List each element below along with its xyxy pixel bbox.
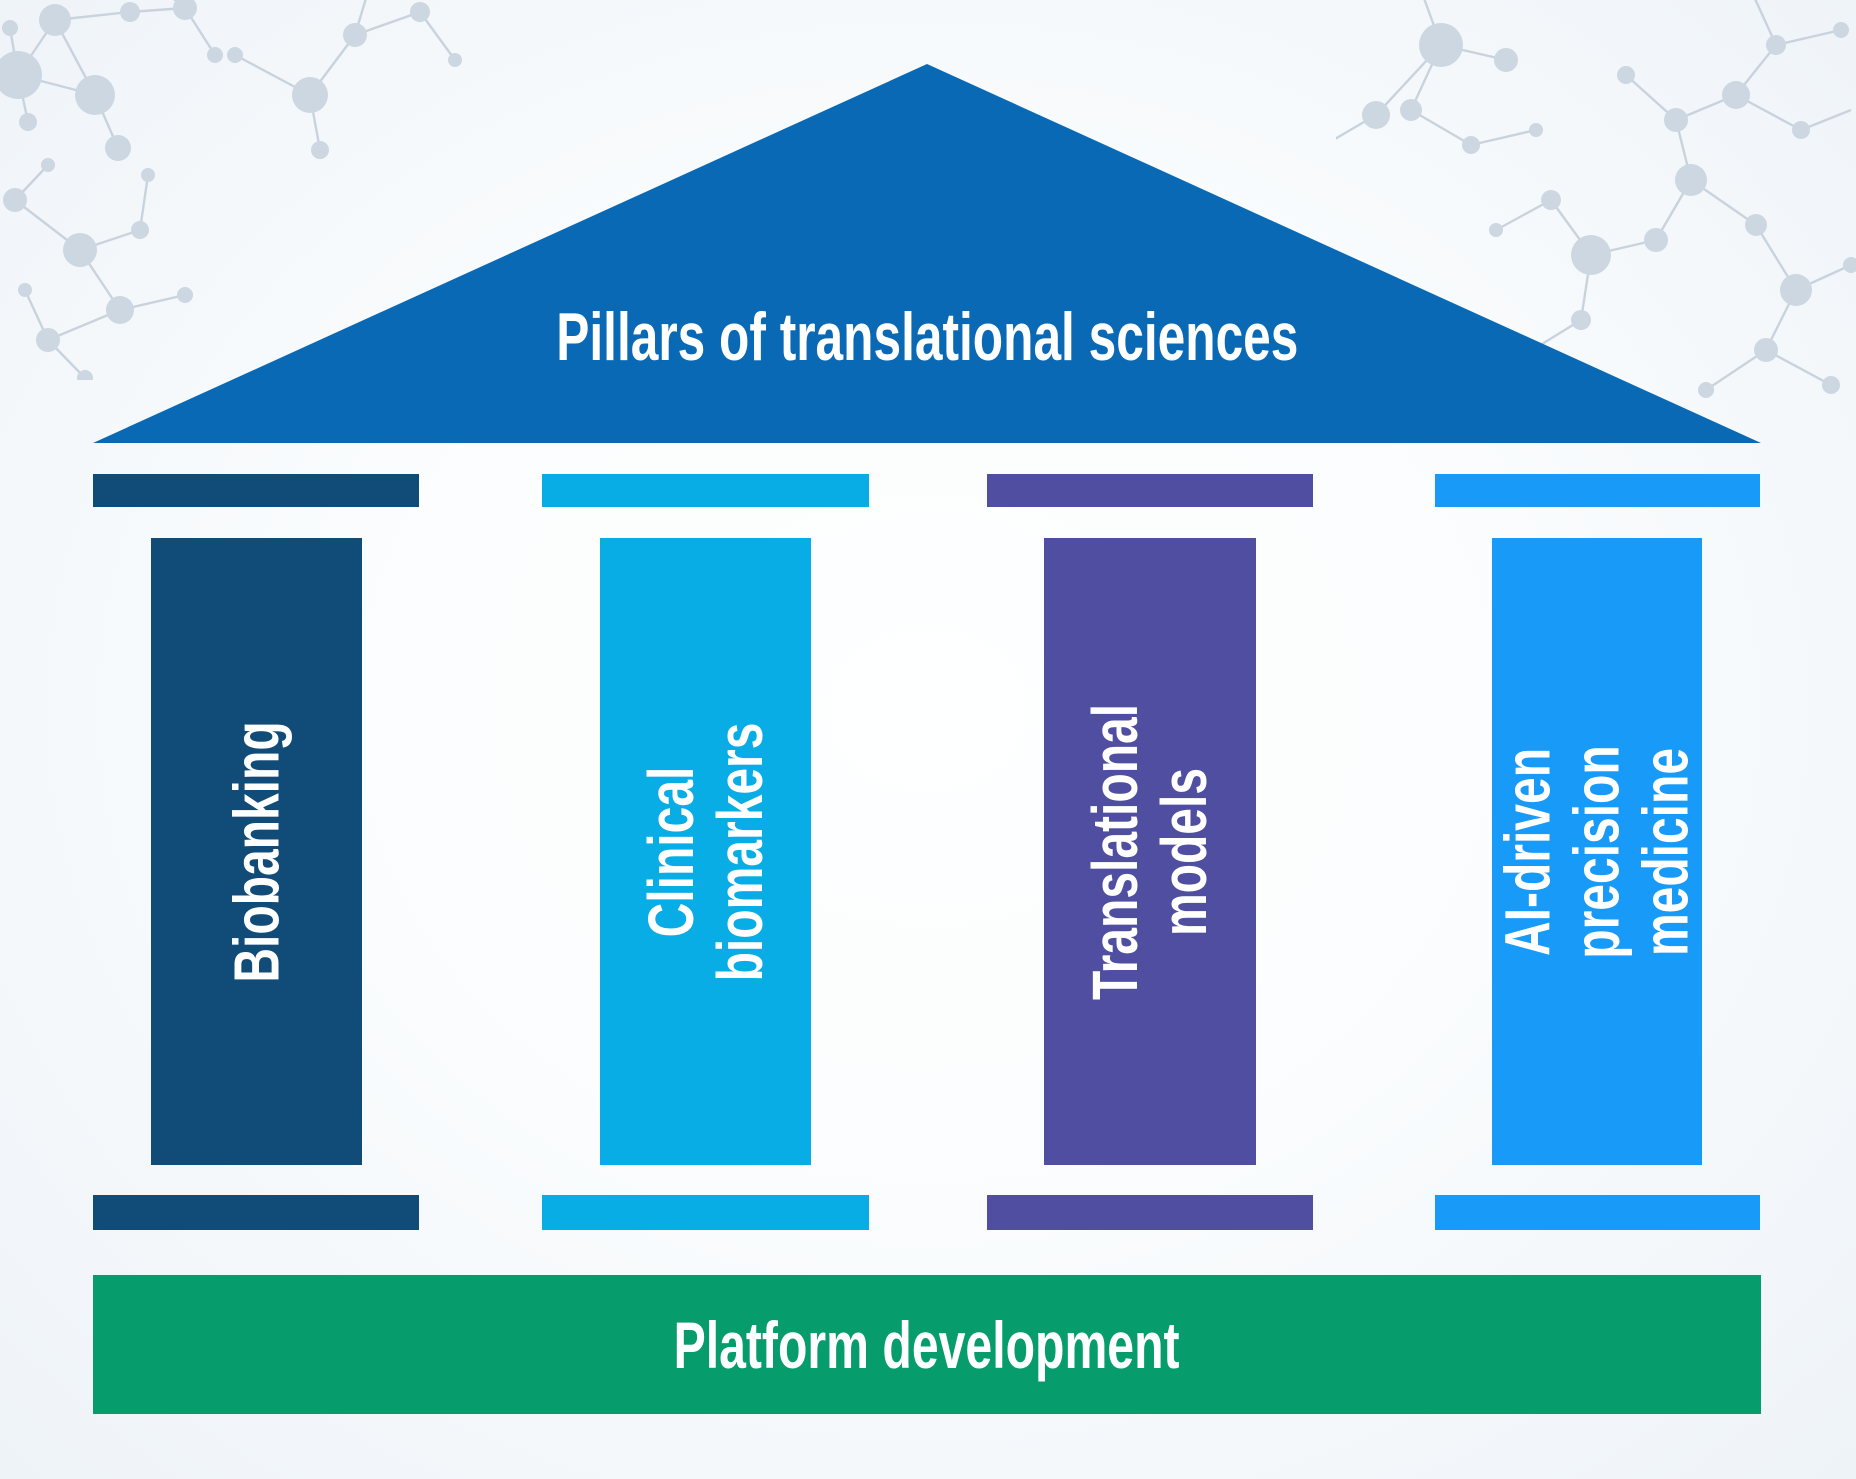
- page-title: Pillars of translational sciences: [93, 299, 1761, 375]
- pillar-capital-biobanking: [93, 474, 419, 507]
- page-title-text: Pillars of translational sciences: [555, 299, 1299, 375]
- pillar-clinical-biomarkers: Clinical biomarkers: [600, 538, 811, 1165]
- pillar-label-ai-precision-medicine: AI-driven precision medicine: [1491, 744, 1702, 959]
- pillar-label-translational-models: Translational models: [1078, 703, 1220, 1000]
- pillar-label-biobanking: Biobanking: [219, 720, 292, 983]
- pillar-biobanking: Biobanking: [151, 538, 362, 1165]
- pillar-capital-clinical-biomarkers: [542, 474, 869, 507]
- roof-pediment: Pillars of translational sciences: [93, 64, 1761, 443]
- pillar-ai-precision-medicine: AI-driven precision medicine: [1491, 538, 1702, 1165]
- pillar-capital-translational-models: [987, 474, 1313, 507]
- platform-base-label: Platform development: [673, 1307, 1180, 1382]
- pillar-plinth-clinical-biomarkers: [542, 1195, 869, 1230]
- pillar-plinth-biobanking: [93, 1195, 419, 1230]
- pillar-label-clinical-biomarkers: Clinical biomarkers: [634, 722, 776, 981]
- pillar-plinth-translational-models: [987, 1195, 1313, 1230]
- pillar-translational-models: Translational models: [1044, 538, 1256, 1165]
- pillar-capital-ai-precision-medicine: [1435, 474, 1760, 507]
- pillar-plinth-ai-precision-medicine: [1435, 1195, 1760, 1230]
- platform-base: Platform development: [93, 1275, 1761, 1414]
